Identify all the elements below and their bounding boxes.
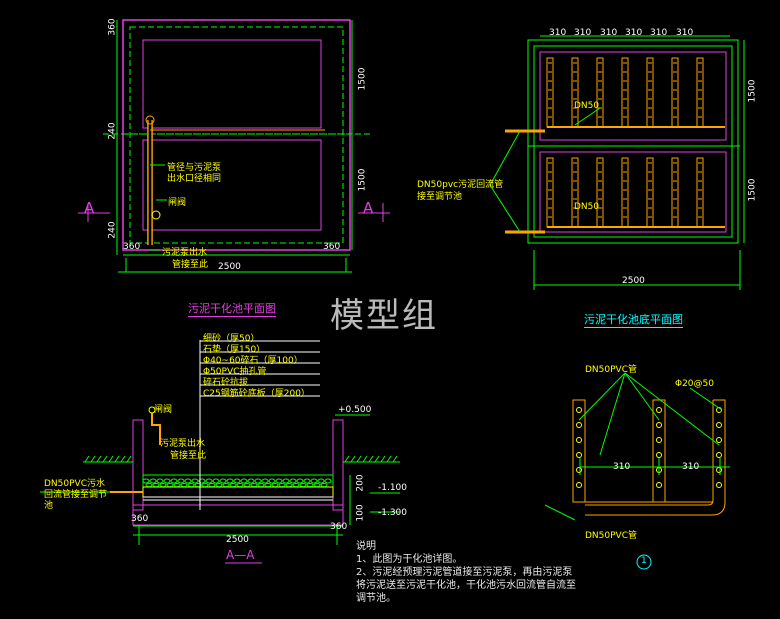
bottom-spacing-6: 310 [676,28,694,38]
plan-dim-bot: 240 [107,221,118,239]
plan-outlet-1: 污泥泵出水 [162,248,208,258]
plan-valve-label: 闸阀 [168,198,187,208]
plan-dim-mid: 240 [107,122,118,140]
layer-6: C25钢筋砼底板（厚200） [203,389,310,399]
section-view [40,340,400,564]
level-mid: -1.100 [378,483,408,493]
bottom-view [489,35,745,290]
bottom-spacing-3: 310 [600,28,618,38]
detail-hole: Φ20@50 [675,379,714,389]
bottom-return-2: 接至调节池 [417,192,463,202]
section-outlet-1: 污泥泵出水 [160,439,206,449]
section-valve: 闸阀 [154,405,173,415]
detail-spacing-1: 310 [613,462,631,472]
section-outlet-2: 管接至此 [170,451,207,461]
section-dim-left: 360 [131,514,149,524]
section-return-1: DN50PVC污水 [44,479,105,489]
plan-view [78,19,390,273]
section-dim-d1: 200 [355,474,366,492]
bottom-view-title: 污泥干化池底平面图 [584,313,683,328]
level-bot: -1.300 [378,508,408,518]
section-return-2: 回流管接至调节 [44,490,108,500]
bottom-return-1: DN50pvc污泥回流管 [417,180,504,190]
section-dim-width: 2500 [226,535,249,545]
section-return-3: 池 [44,501,54,511]
plan-outlet-2: 管接至此 [172,260,209,270]
detail-pipe-top: DN50PVC管 [585,365,637,375]
plan-dim-width: 2500 [218,262,241,272]
bottom-spacing-2: 310 [574,28,592,38]
bottom-dn-top: DN50 [574,101,600,111]
plan-dim-right-bot: 360 [323,242,341,252]
bottom-spacing-4: 310 [625,28,643,38]
plan-dim-left-bot: 360 [123,242,141,252]
plan-dim-h2: 1500 [357,168,368,192]
section-mark-left: A [84,199,95,217]
detail-spacing-2: 310 [682,462,700,472]
bottom-dim-h2: 1500 [747,178,758,202]
detail-marker: 1 [641,556,647,566]
section-title: A—A [226,548,255,562]
bottom-dim-width: 2500 [622,276,645,286]
bottom-dn-bot: DN50 [574,202,600,212]
notes: 说明 1、此图为干化池详图。 2、污泥经预理污泥管道接至污泥泵，再由污泥泵将污泥… [356,540,581,605]
bottom-dim-h1: 1500 [747,79,758,103]
plan-view-title: 污泥干化池平面图 [188,302,276,317]
plan-dim-h1: 1500 [357,67,368,91]
notes-line-2: 2、污泥经预理污泥管道接至污泥泵，再由污泥泵将污泥送至污泥干化池，干化池污水回流… [356,567,576,604]
bottom-spacing-5: 310 [650,28,668,38]
plan-dim-top: 360 [107,18,118,36]
detail-view [544,372,730,570]
section-dim-right: 360 [330,522,348,532]
section-mark-right: A [363,199,374,217]
layer-2: 石垫（厚150） [203,345,266,355]
plan-pipe-note-1: 管径与污泥泵 [167,163,222,173]
layer-4: Φ50PVC抽孔管 [203,367,267,377]
layer-3: Φ40~60碎石（厚100） [203,356,303,366]
section-dim-d2: 100 [355,504,366,522]
notes-line-1: 1、此图为干化池详图。 [356,554,463,565]
detail-pipe-bot: DN50PVC管 [585,531,637,541]
layer-5: 碎石砼抗拔 [203,378,249,388]
plan-pipe-note-2: 出水口径相同 [167,174,222,184]
bottom-spacing-1: 310 [549,28,567,38]
watermark: 模型组 [330,296,438,336]
level-top: +0.500 [338,405,372,415]
notes-heading: 说明 [356,541,376,552]
layer-1: 细砂（厚50） [203,334,260,344]
